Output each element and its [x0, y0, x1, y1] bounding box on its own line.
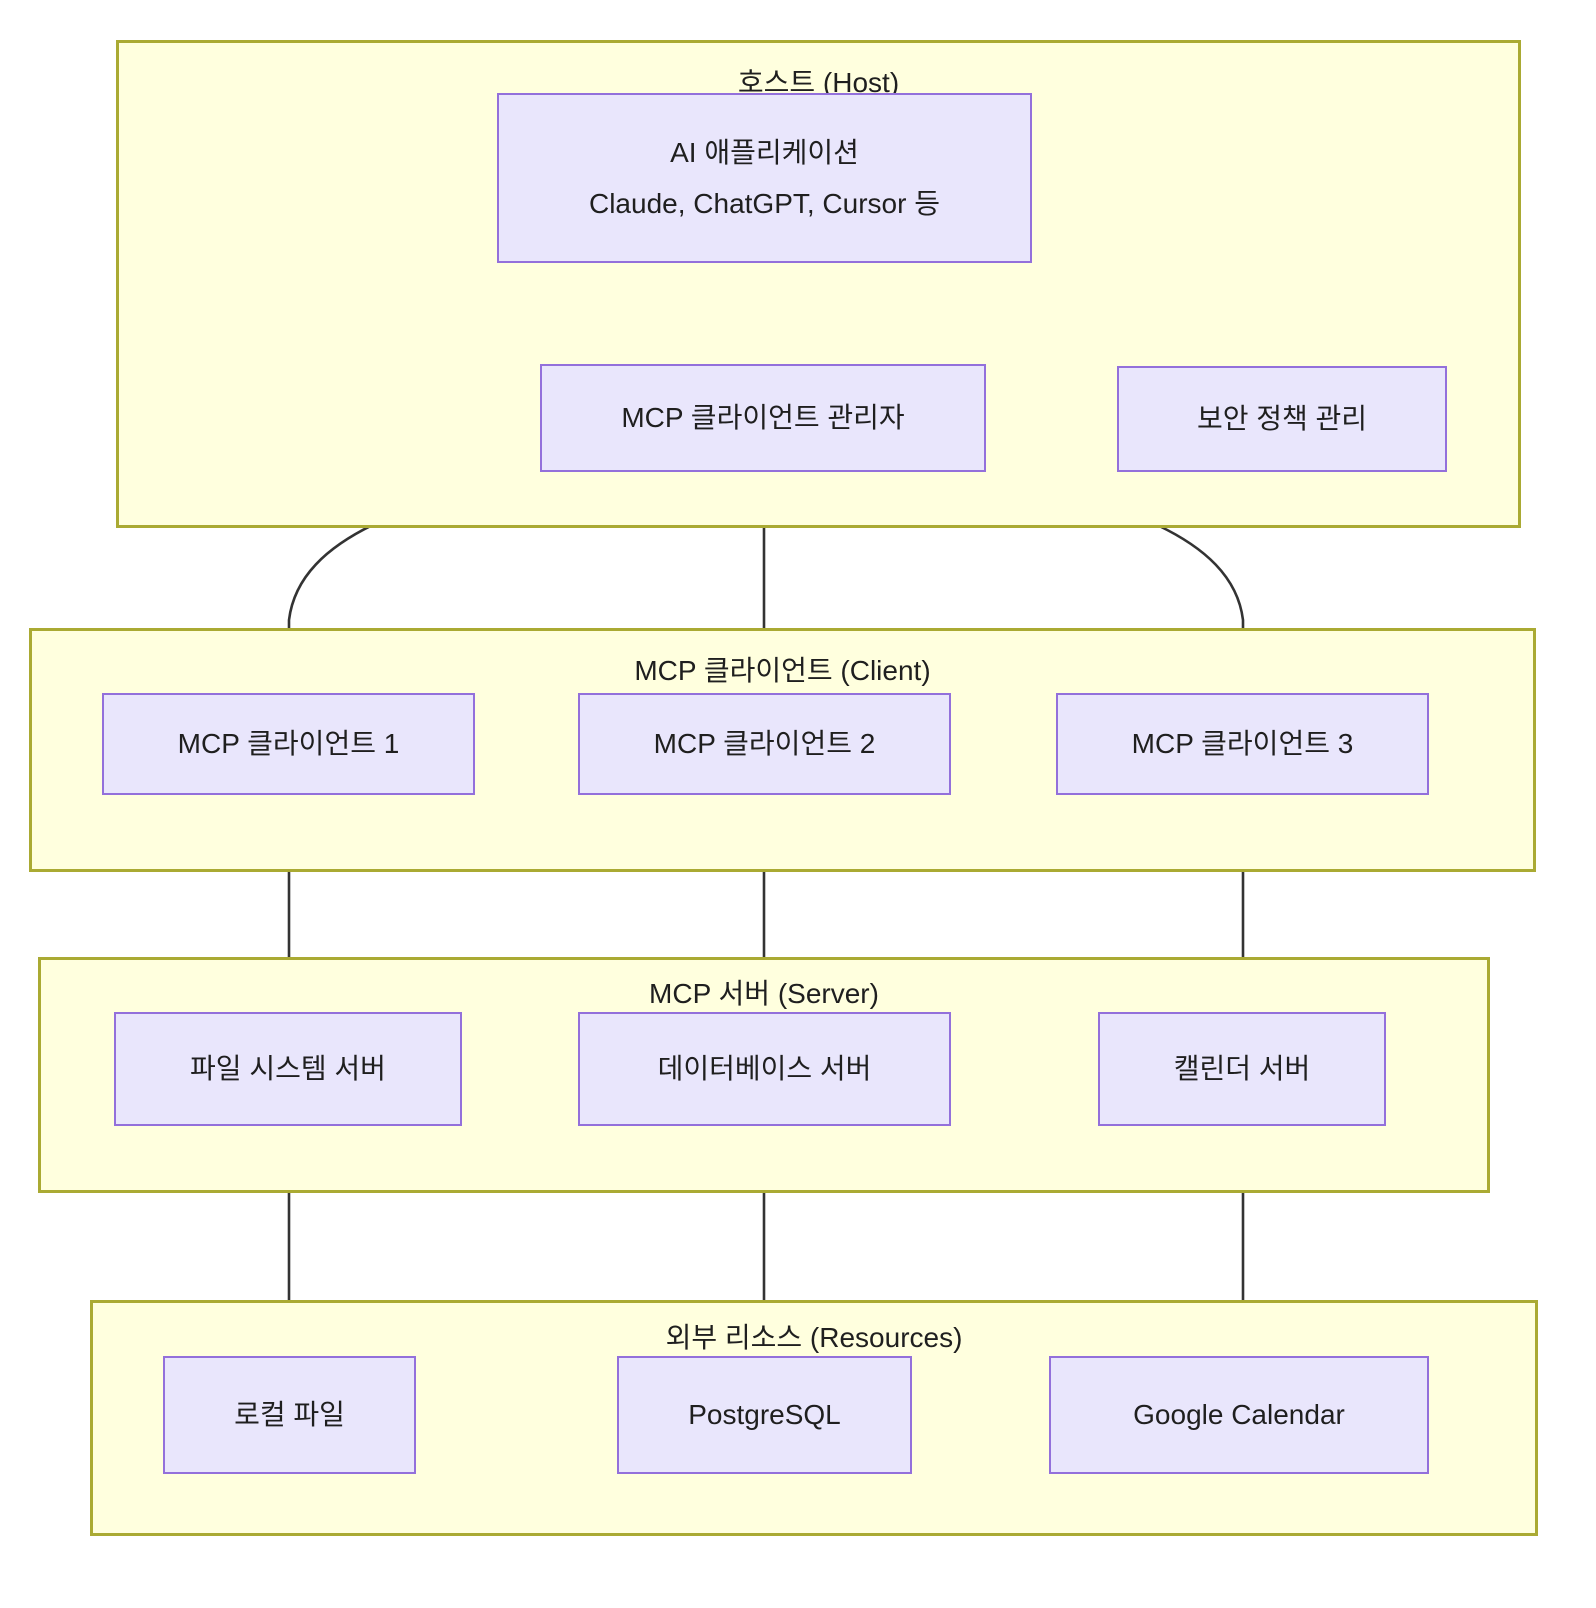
node-local-files-label: 로컬 파일: [234, 1399, 345, 1431]
node-ai-application-line1: AI 애플리케이션: [670, 136, 859, 168]
node-mcp-client-manager[interactable]: MCP 클라이언트 관리자: [540, 364, 986, 472]
node-mcp-client-2[interactable]: MCP 클라이언트 2: [578, 693, 951, 795]
node-ai-application-line2: Claude, ChatGPT, Cursor 등: [588, 188, 940, 219]
group-mcp-client-title: MCP 클라이언트 (Client): [634, 655, 931, 686]
node-calendar-server[interactable]: 캘린더 서버: [1098, 1012, 1386, 1126]
node-postgresql-label: PostgreSQL: [688, 1399, 841, 1431]
node-security-policy-management[interactable]: 보안 정책 관리: [1117, 366, 1447, 472]
node-google-calendar[interactable]: Google Calendar: [1049, 1356, 1429, 1474]
node-postgresql[interactable]: PostgreSQL: [617, 1356, 912, 1474]
node-mcp-client-2-label: MCP 클라이언트 2: [653, 728, 876, 760]
group-external-resources-title: 외부 리소스 (Resources): [665, 1322, 963, 1353]
node-database-server[interactable]: 데이터베이스 서버: [578, 1012, 951, 1126]
node-calendar-server-label: 캘린더 서버: [1173, 1053, 1311, 1085]
node-mcp-client-manager-label: MCP 클라이언트 관리자: [621, 402, 905, 434]
node-ai-application[interactable]: AI 애플리케이션 Claude, ChatGPT, Cursor 등: [497, 93, 1032, 263]
node-filesystem-server-label: 파일 시스템 서버: [190, 1053, 386, 1085]
group-host-title: 호스트 (Host): [737, 67, 900, 98]
node-filesystem-server[interactable]: 파일 시스템 서버: [114, 1012, 462, 1126]
group-mcp-server-title: MCP 서버 (Server): [649, 978, 879, 1009]
node-google-calendar-label: Google Calendar: [1133, 1399, 1345, 1431]
node-mcp-client-3-label: MCP 클라이언트 3: [1131, 728, 1354, 760]
node-mcp-client-3[interactable]: MCP 클라이언트 3: [1056, 693, 1429, 795]
node-security-policy-management-label: 보안 정책 관리: [1196, 403, 1368, 435]
node-local-files[interactable]: 로컬 파일: [163, 1356, 416, 1474]
node-mcp-client-1[interactable]: MCP 클라이언트 1: [102, 693, 475, 795]
node-mcp-client-1-label: MCP 클라이언트 1: [177, 728, 400, 760]
node-database-server-label: 데이터베이스 서버: [657, 1053, 872, 1085]
